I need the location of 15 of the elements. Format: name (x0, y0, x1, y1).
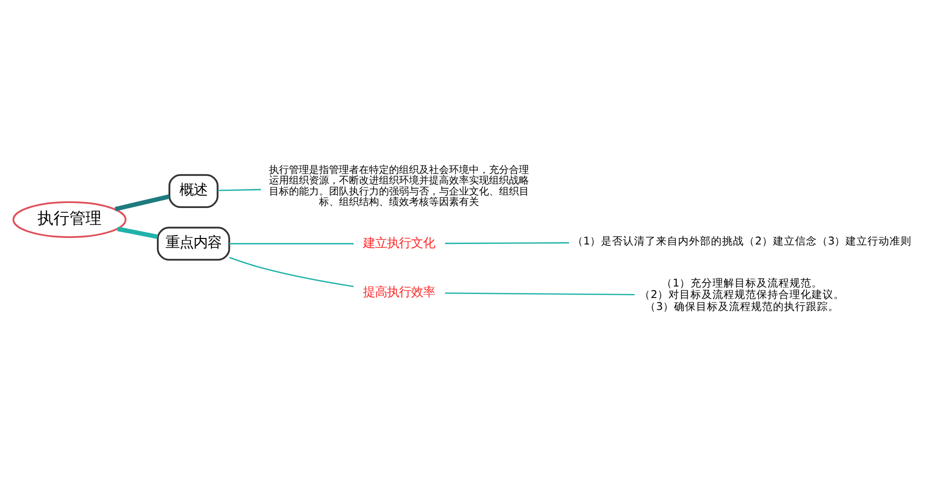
node-box: 概述 (168, 174, 218, 208)
node-text: （1）是否认清了来自内外部的挑战（2）建立信念（3）建立行动准则 (572, 234, 912, 248)
node-text: 执行管理是指管理者在特定的组织及社会环境中，充分合理运用组织资源，不断改进组织环境并提高效率实现组织战略目标的能力。团队执行力的强弱与否，与企业文化、组织目标、组织结构、绩效考核等因素有关 (269, 164, 530, 208)
connector (218, 188, 261, 191)
node-ellipse: 执行管理 (12, 200, 126, 238)
connector (114, 194, 170, 211)
connector (445, 292, 635, 295)
node-text: 建立执行文化 (363, 234, 436, 250)
connector (445, 242, 569, 244)
connector (229, 242, 354, 244)
node-text: （1）充分理解目标及流程规范。 （2）对目标及流程规范保持合理化建议。 （3）确保目标及流程规范的执行跟踪。 (640, 276, 844, 312)
connector (229, 256, 354, 287)
node-box: 重点内容 (156, 226, 230, 260)
connector (117, 226, 158, 238)
node-text: 提高执行效率 (363, 284, 436, 299)
